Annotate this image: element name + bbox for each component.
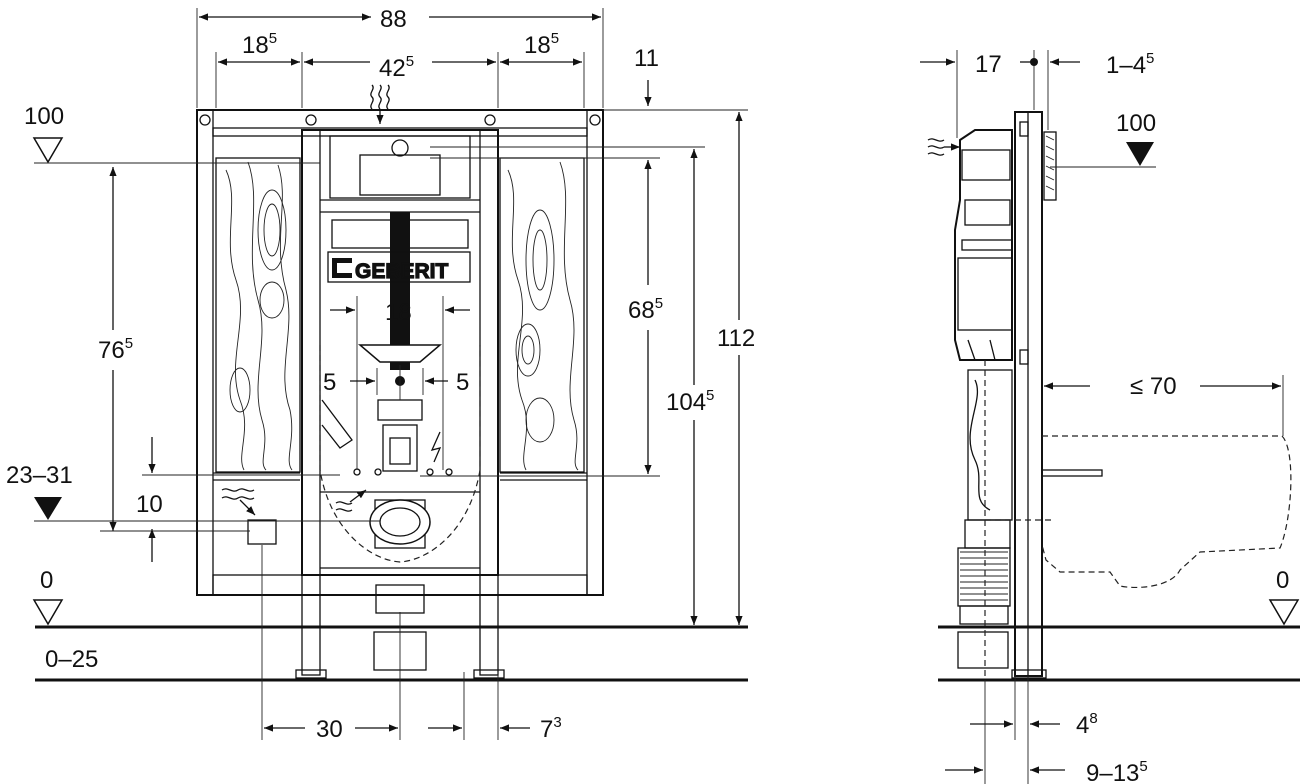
inner-frame <box>295 129 505 679</box>
water-left-label: 5 <box>323 369 336 396</box>
right-inner-height-label: 685 <box>628 295 663 324</box>
wood-panel-left <box>215 157 301 473</box>
wood-panel-right <box>499 157 585 473</box>
cistern <box>327 135 471 370</box>
drain-offset-label: 30 <box>316 716 343 743</box>
dim-side-depth: 17 1–45 <box>920 50 1154 138</box>
floor-to-top-label: 1045 <box>666 387 714 416</box>
water-right-label: 5 <box>456 369 469 396</box>
dim-overall-width: 88 <box>196 6 604 108</box>
dim-water-connection: 5 5 <box>323 365 469 463</box>
brand-logo-text: GEBERIT <box>355 260 449 283</box>
front-view: GEBERIT <box>6 6 755 743</box>
side-level-100: 100 <box>1050 110 1156 168</box>
level-supply: 23–31 <box>6 462 380 522</box>
dim-left-height: 765 <box>98 167 250 532</box>
dim-top-offset: 11 <box>603 45 748 111</box>
side-drain <box>957 360 1055 680</box>
water-inlet-symbol <box>221 488 367 516</box>
drain-outlet <box>319 345 481 671</box>
side-level-100-label: 100 <box>1116 110 1156 137</box>
dim-pan-projection: ≤ 70 <box>1044 373 1284 436</box>
wall-gap-label: 1–45 <box>1106 50 1154 79</box>
level-100-left: 100 <box>24 103 320 164</box>
water-supply-symbol <box>370 84 390 124</box>
leg-offset-label: 73 <box>540 714 562 743</box>
dim-side-bottom: 48 9–135 <box>945 676 1148 784</box>
side-depth-label: 17 <box>975 51 1002 78</box>
dim-right-inner-height: 685 <box>420 157 663 477</box>
dim-total-height: 112 <box>717 112 755 625</box>
side-cistern <box>954 129 1013 361</box>
side-level-zero: 0 <box>1268 567 1300 626</box>
side-view: 100 0 17 1–45 ≤ 70 <box>920 50 1300 784</box>
dim-floor-to-top: 1045 <box>430 146 714 625</box>
total-height-label: 112 <box>717 325 755 352</box>
top-offset-label: 11 <box>634 45 659 72</box>
overall-width-label: 88 <box>380 6 407 33</box>
side-floor-zero-label: 0 <box>1276 567 1289 594</box>
supply-range-label: 23–31 <box>6 462 73 489</box>
pan-projection-label: ≤ 70 <box>1130 373 1177 400</box>
left-height-label: 765 <box>98 335 133 364</box>
dim-side-widths: 185 425 185 <box>215 30 585 108</box>
floor-build-up-label: 0–25 <box>45 646 98 673</box>
dim-supply-offset: 10 <box>136 437 340 562</box>
level-zero-left: 0 0–25 <box>32 567 98 673</box>
side-width-left-label: 185 <box>242 30 277 59</box>
supply-offset-label: 10 <box>136 491 163 518</box>
dim-bottom: 30 73 <box>261 545 562 743</box>
center-width-label: 425 <box>379 53 414 82</box>
wc-pan <box>1041 435 1292 589</box>
drain-to-wall-label: 48 <box>1076 710 1098 739</box>
geberit-logo: GEBERIT <box>332 258 449 284</box>
side-water-symbol <box>927 138 960 156</box>
side-frame <box>1011 111 1057 679</box>
side-width-right-label: 185 <box>524 30 559 59</box>
frame-depth-label: 9–135 <box>1086 758 1148 784</box>
dim-bolt-spacing: 18 <box>330 296 470 470</box>
level-100-label: 100 <box>24 103 64 130</box>
bolt-spacing-label: 18 <box>385 299 412 326</box>
floor-zero-label: 0 <box>40 567 53 594</box>
